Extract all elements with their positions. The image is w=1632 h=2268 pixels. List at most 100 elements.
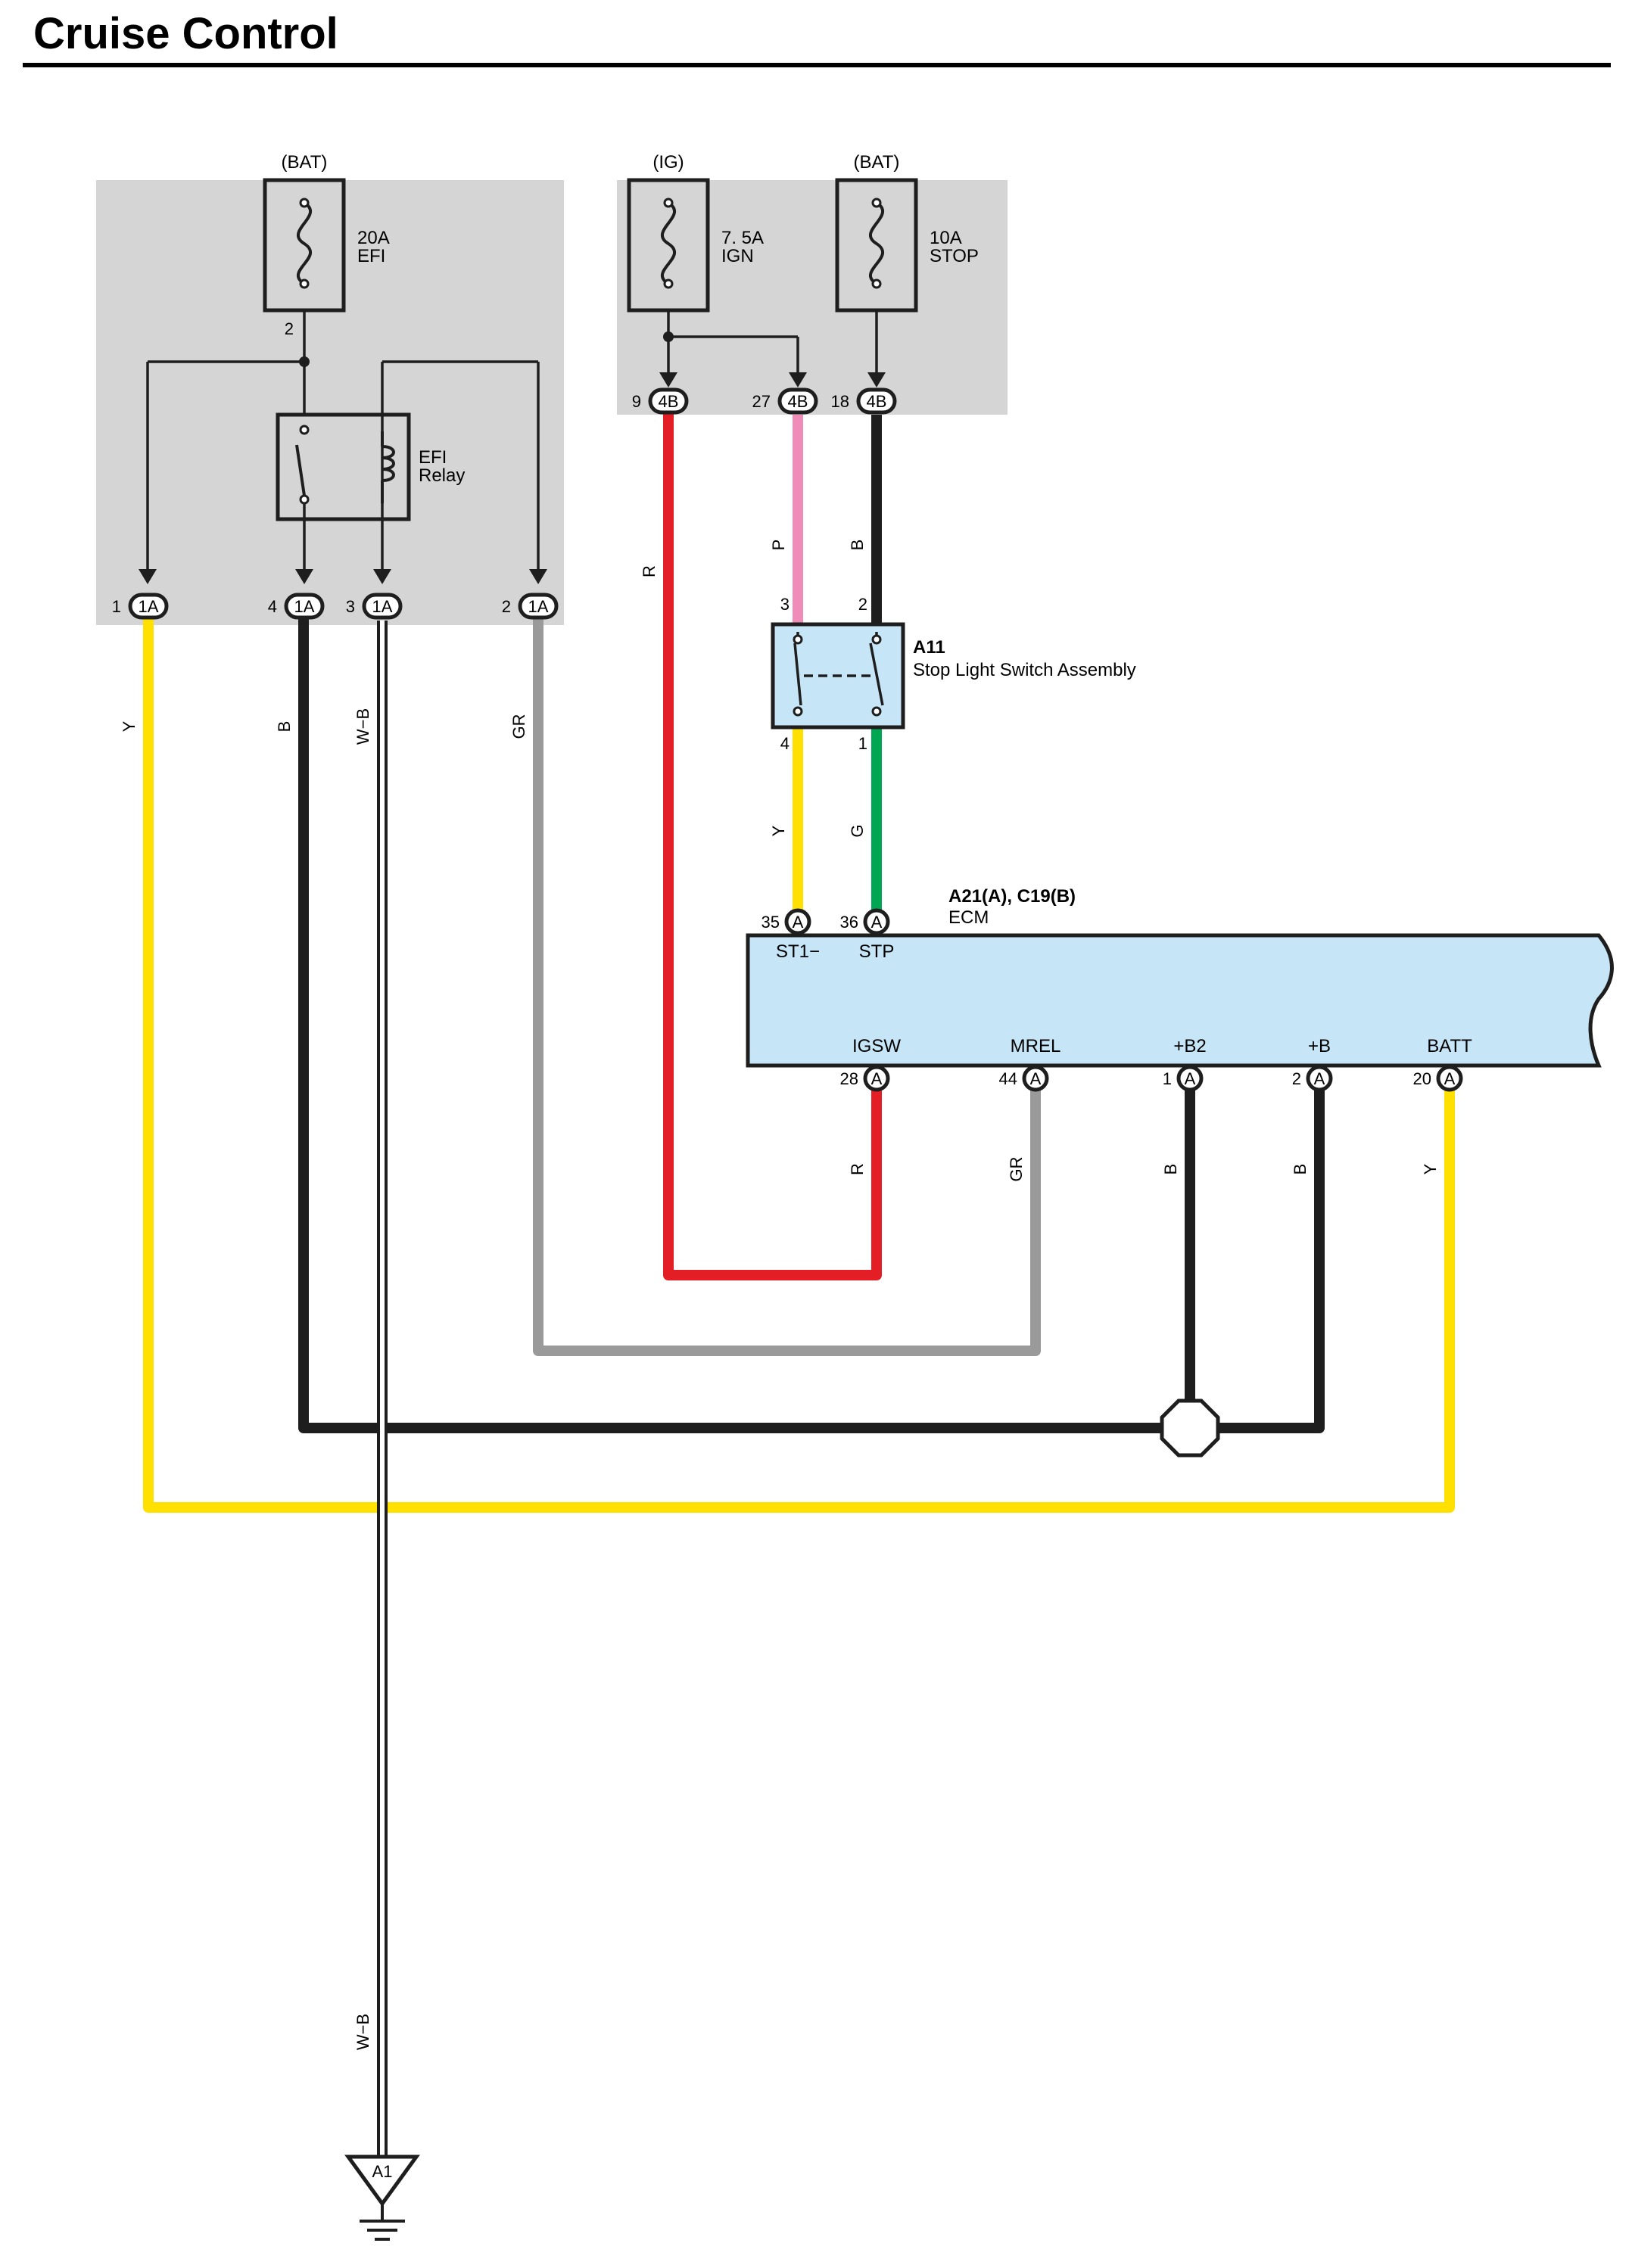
wire-label-b3: B: [1161, 1164, 1180, 1175]
wire-label-wb2: W−B: [353, 2014, 372, 2050]
fuse-efi-name: EFI: [357, 246, 385, 266]
ecm-pin-st1: A 35 ST1−: [761, 908, 820, 962]
relay-label-1: EFI: [419, 447, 447, 468]
stop-switch-id: A11: [913, 637, 945, 658]
svg-text:STP: STP: [859, 941, 895, 962]
stop-switch-pin-1: 1: [858, 734, 867, 753]
fuse-stop-terminal-top: [871, 198, 882, 208]
ecm-pin-batt: BATT A 20: [1413, 1036, 1472, 1092]
wire-label-y2: Y: [769, 825, 788, 836]
wire-b-efi: [298, 615, 1171, 1433]
wire-label-p1: P: [769, 540, 788, 551]
ecm-pin-igsw: IGSW A 28: [840, 1036, 901, 1092]
ecm-pin-b2: +B2 A 1: [1163, 1036, 1207, 1092]
wire-label-b4: B: [1291, 1164, 1310, 1175]
wire-label-wb1: W−B: [353, 708, 372, 745]
stop-switch-pin-4: 4: [780, 734, 790, 753]
svg-text:44: 44: [999, 1069, 1017, 1088]
relay-block-arrows: [139, 569, 547, 584]
wire-label-gr2: GR: [1007, 1157, 1026, 1182]
svg-text:36: 36: [840, 913, 858, 932]
fuse-stop-rating: 10A: [930, 228, 962, 248]
wire-label-gr1: GR: [509, 714, 528, 739]
efi-relay-box: [276, 412, 411, 521]
svg-text:ST1−: ST1−: [776, 941, 820, 962]
ecm-pin-mrel: MREL A 44: [999, 1036, 1061, 1092]
svg-text:A: A: [871, 1069, 883, 1088]
fuse-ign-rating: 7. 5A: [721, 228, 764, 248]
fuse-block-arrows: [659, 372, 886, 387]
stop-switch-terminal-2: [871, 634, 882, 645]
wire-label-r1: R: [640, 565, 659, 577]
svg-text:1: 1: [112, 597, 121, 616]
ecm-name: ECM: [948, 907, 989, 928]
svg-text:1A: 1A: [528, 597, 549, 616]
page-title: Cruise Control: [33, 9, 338, 58]
relay-block-panel: [96, 180, 564, 625]
svg-text:IGSW: IGSW: [852, 1036, 901, 1056]
stop-switch-terminal-3: [793, 634, 803, 645]
svg-text:2: 2: [1292, 1069, 1301, 1088]
fuse-stop-terminal-bottom: [871, 278, 882, 289]
ecm-pin-stp: A 36 STP: [840, 908, 895, 962]
wire-label-y1: Y: [120, 720, 139, 732]
svg-text:3: 3: [346, 597, 355, 616]
fuse-ign-terminal-top: [663, 198, 674, 208]
fuse-stop-source: (BAT): [854, 152, 900, 173]
junction-4b-pin9: 4B 9: [632, 387, 689, 415]
junction-dot-efi: [299, 356, 310, 367]
junction-4b-pin18: 4B 18: [831, 387, 897, 415]
svg-text:27: 27: [752, 392, 771, 411]
fuse-ign-source: (IG): [652, 152, 684, 173]
wire-b-plusb: [1206, 1081, 1325, 1433]
ground-id: A1: [372, 2162, 393, 2181]
svg-text:4: 4: [268, 597, 277, 616]
junction-4b-pin27: 4B 27: [752, 387, 818, 415]
stop-switch-name: Stop Light Switch Assembly: [913, 660, 1136, 680]
wire-label-g1: G: [848, 824, 867, 837]
ground-icon: [360, 2204, 405, 2241]
relay-label-2: Relay: [419, 465, 465, 486]
fuse-efi-pin: 2: [285, 319, 294, 338]
fuse-efi-terminal-top: [299, 198, 310, 208]
fuse-ign-icon: [661, 201, 676, 285]
junction-1a-pin2: 1A 2: [502, 593, 559, 620]
svg-text:MREL: MREL: [1011, 1036, 1061, 1056]
ground-connector: [344, 2154, 420, 2207]
svg-text:20: 20: [1413, 1069, 1431, 1088]
fuse-efi-rating: 20A: [357, 228, 390, 248]
wire-y-batt: [143, 615, 1455, 1513]
svg-text:A: A: [1314, 1069, 1325, 1088]
ecm-box: [746, 933, 1614, 1068]
svg-text:4B: 4B: [867, 392, 887, 411]
svg-text:28: 28: [840, 1069, 858, 1088]
stop-switch-pin-3: 3: [780, 595, 790, 614]
ecm-pin-b: +B A 2: [1292, 1036, 1333, 1092]
svg-text:9: 9: [632, 392, 641, 411]
svg-text:4B: 4B: [659, 392, 679, 411]
fuse-stop-icon: [869, 201, 884, 285]
wire-gr-mrel: [533, 615, 1041, 1356]
wire-label-r2: R: [848, 1163, 867, 1175]
svg-text:4B: 4B: [788, 392, 808, 411]
svg-text:2: 2: [502, 597, 511, 616]
fuse-ign-terminal-bottom: [663, 278, 674, 289]
svg-text:+B: +B: [1308, 1036, 1331, 1056]
fuse-efi-terminal-bottom: [299, 278, 310, 289]
svg-text:35: 35: [761, 913, 780, 932]
relay-block-internal-wiring: [146, 310, 540, 577]
svg-text:1: 1: [1163, 1069, 1172, 1088]
relay-contact-top: [299, 425, 310, 435]
junction-1a-pin4: 1A 4: [268, 593, 325, 620]
fuse-efi-icon: [297, 201, 312, 285]
fuse-block-internal-wiring: [667, 310, 878, 378]
svg-text:18: 18: [831, 392, 849, 411]
fuse-ign-name: IGN: [721, 246, 754, 266]
relay-coil-icon: [381, 431, 395, 503]
svg-text:+B2: +B2: [1173, 1036, 1206, 1056]
svg-text:A: A: [793, 913, 804, 932]
wire-label-b2: B: [848, 540, 867, 551]
junction-1a-pin1: 1A 1: [112, 593, 169, 620]
svg-text:1A: 1A: [294, 597, 315, 616]
